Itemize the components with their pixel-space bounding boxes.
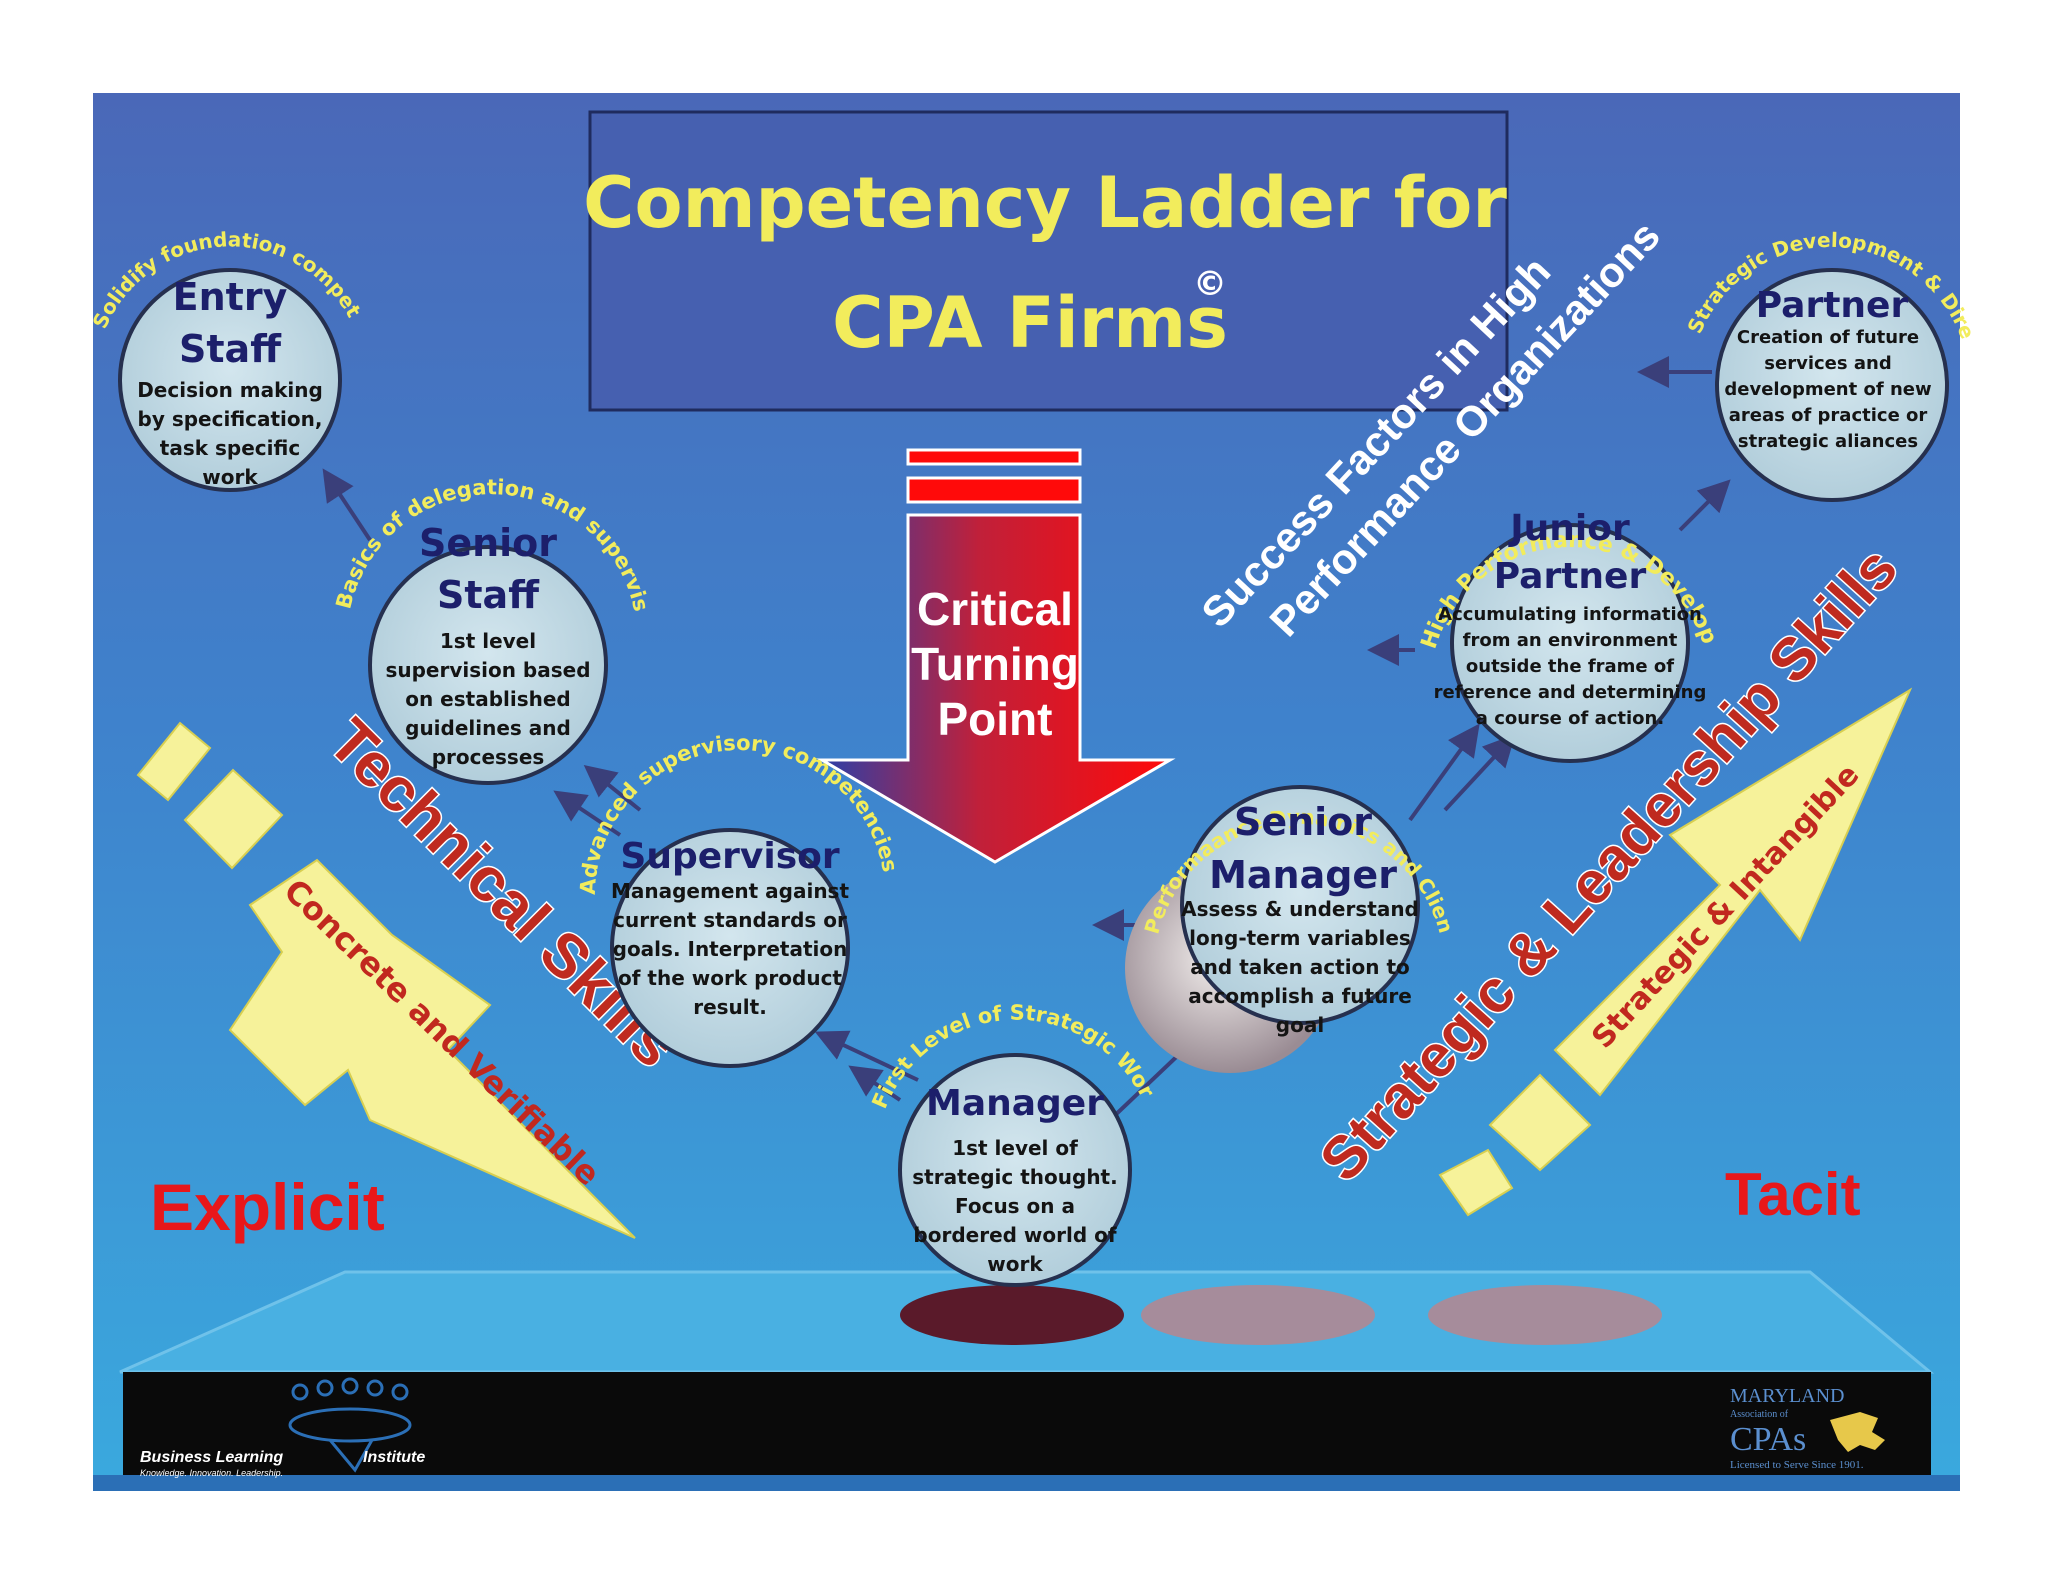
junior-partner-desc-1: Accumulating information [1438,604,1702,625]
arrow-manager-to-supervisor-b [848,1065,902,1102]
junior-partner-title-1: Junior [1507,508,1630,549]
bli-name-1: Business Learning [140,1449,283,1466]
supervisor-desc-4: of the work product [618,966,842,990]
title-line-2: CPA Firms [832,282,1228,364]
ct-line-2: Turning [911,638,1079,690]
junior-partner-desc-2: from an environment [1463,630,1678,651]
supervisor-desc-1: Management against [611,879,849,903]
senior-staff-desc-3: on established [405,687,571,711]
title-line-1: Competency Ladder for [583,162,1507,244]
entry-staff-desc-3: task specific [160,436,300,460]
manager-desc-1: 1st level of [952,1136,1078,1160]
floor-shadow-3 [1428,1285,1662,1345]
tacit-label: Tacit [1725,1161,1861,1228]
macpa-line-2: Association of [1730,1409,1789,1420]
entry-staff-title-2: Staff [179,327,282,371]
right-square-2 [1488,1073,1592,1172]
arrow-junior-to-partner [1678,479,1731,532]
supervisor-desc-2: current standards or [613,908,847,932]
supervisor-desc-5: result. [693,995,767,1019]
manager-desc-5: work [987,1252,1043,1276]
maryland-map-icon [1830,1412,1885,1452]
arrow-supervisor-to-senior-staff-b [553,790,622,837]
left-square-2 [183,768,284,870]
bli-name-2: Institute [363,1449,425,1466]
ct-line-1: Critical [917,583,1073,635]
ct-line-3: Point [938,693,1053,745]
critical-turning-point-arrow [816,513,1176,864]
floor-shadow-manager [900,1285,1124,1345]
floor-shadow-2 [1141,1285,1375,1345]
entry-staff-desc-1: Decision making [137,378,323,402]
bli-logo: Business Learning Institute Knowledge. I… [140,1377,425,1478]
ct-bar-1 [906,448,1082,466]
partner-title: Partner [1756,285,1909,326]
macpa-logo: MARYLAND Association of CPAs Licensed to… [1730,1385,1885,1471]
macpa-tagline: Licensed to Serve Since 1901. [1730,1459,1864,1471]
arrow-supervisor-to-senior-staff [583,765,642,812]
copyright-mark: © [1193,264,1227,304]
senior-manager-desc-3: and taken action to [1190,955,1410,979]
manager-desc-4: bordered world of [913,1223,1116,1247]
right-yellow-arrow [1553,687,1913,1097]
arrow-manager-to-supervisor [814,1030,919,1082]
senior-staff-desc-4: guidelines and [405,716,571,740]
arrow-senior-staff-to-entry [322,468,372,542]
ct-bar-2 [906,476,1082,504]
junior-partner-title-2: Partner [1494,556,1647,597]
senior-manager-desc-2: long-term variables [1189,926,1411,950]
manager-title: Manager [926,1083,1104,1124]
manager-desc-3: Focus on a [955,1194,1075,1218]
senior-manager-title-1: Senior [1234,800,1372,844]
partner-desc-3: development of new [1724,379,1931,400]
explicit-label: Explicit [150,1170,385,1244]
senior-staff-title-1: Senior [419,521,557,565]
footer-bar [123,1372,1931,1475]
senior-manager-title-2: Manager [1209,853,1397,897]
bli-tagline: Knowledge. Innovation. Leadership. [140,1468,283,1478]
left-square-1 [136,721,212,802]
senior-staff-desc-1: 1st level [440,629,536,653]
people-icon [288,1377,412,1473]
title-box [588,110,1509,412]
arrow-senior-manager-to-junior-b [1443,734,1516,812]
manager-desc-2: strategic thought. [912,1165,1117,1189]
left-yellow-arrow [228,858,636,1239]
senior-staff-desc-2: supervision based [385,658,590,682]
senior-staff-desc-5: processes [432,745,545,769]
arrow-senior-manager-to-junior [1408,723,1480,822]
supervisor-desc-3: goals. Interpretation [613,937,848,961]
footer-rim [93,1475,1960,1491]
senior-staff-title-2: Staff [437,573,540,617]
senior-manager-desc-5: goal [1276,1013,1324,1037]
junior-partner-desc-3: outside the frame of [1466,656,1674,677]
junior-partner-desc-4: reference and determining [1434,682,1707,703]
junior-partner-desc-5: a course of action. [1476,708,1664,729]
partner-desc-5: strategic aliances [1738,431,1918,452]
macpa-line-3: CPAs [1730,1421,1806,1458]
partner-desc-2: services and [1764,353,1891,374]
senior-manager-desc-4: accomplish a future [1188,984,1412,1008]
entry-staff-title-1: Entry [173,275,288,319]
partner-desc-1: Creation of future [1737,327,1919,348]
partner-desc-4: areas of practice or [1729,405,1928,426]
right-square-1 [1438,1148,1514,1217]
macpa-line-1: MARYLAND [1730,1385,1844,1407]
entry-staff-desc-4: work [202,465,258,489]
senior-manager-desc-1: Assess & understand [1181,897,1419,921]
entry-staff-desc-2: by specification, [138,407,323,431]
supervisor-title: Supervisor [620,836,839,877]
